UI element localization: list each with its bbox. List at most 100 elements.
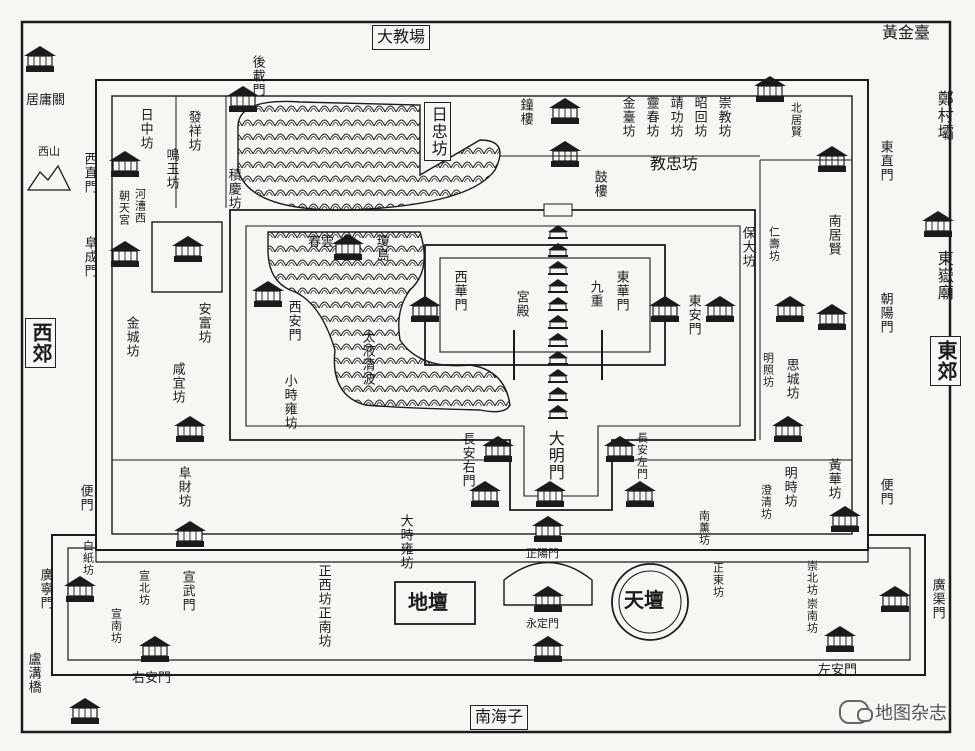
label-lingchun-fang: 靈春坊	[643, 96, 659, 138]
daming-gate-icon	[533, 480, 567, 508]
label-top-right: 黃金臺	[882, 23, 931, 42]
dongan-gate-icon	[703, 295, 737, 323]
label-di-tan: 地壇	[408, 590, 448, 614]
label-jincheng-fang: 金城坊	[123, 316, 139, 358]
label-bottom-center: 南海子	[470, 705, 529, 730]
chaotian-palace-enclosure	[151, 221, 223, 293]
label-jiqing-fang: 積慶坊	[225, 168, 241, 210]
outer-city-wall-inner	[67, 547, 911, 661]
label-chaotian-gong: 朝天宮	[117, 190, 131, 226]
label-taiye-pool: 太液清波	[359, 330, 375, 386]
label-xian-gate: 西安門	[285, 300, 301, 342]
label-baizhi-fang: 白紙坊	[81, 540, 95, 576]
xian-gate-icon	[251, 280, 285, 308]
label-xihua-gate: 西華門	[451, 270, 467, 312]
taiye-pool	[267, 231, 511, 413]
guangning-gate-icon	[63, 575, 97, 603]
imperial-city-wall	[229, 209, 756, 511]
label-hezhao-xi: 河漕西	[133, 188, 147, 224]
zhengyang-barbican	[503, 561, 593, 606]
label-jiuchong: 九重	[587, 280, 603, 308]
label-west-bian-gate: 便門	[77, 484, 93, 512]
label-zhengnan-fang: 正南坊	[315, 606, 331, 648]
label-east-suburb: 東郊	[930, 336, 961, 386]
donghua-gate-icon	[648, 295, 682, 323]
chaotian-palace-icon	[171, 235, 205, 263]
label-dashiyong-fang: 大時雍坊	[397, 514, 413, 570]
label-faxiang-fang: 發祥坊	[185, 110, 201, 152]
wechat-icon	[839, 700, 873, 724]
label-houzai-gate: 後載門	[249, 55, 265, 97]
label-daming-gate: 大明門	[545, 430, 565, 481]
juyong-pass-icon	[23, 45, 57, 73]
label-nanxun-fang: 南薰坊	[697, 510, 711, 546]
label-changan-right: 長安右門	[459, 432, 475, 488]
label-gongdian: 宮殿	[513, 290, 529, 318]
label-tian-tan: 天壇	[624, 588, 664, 612]
label-east-bian-gate: 便門	[877, 478, 893, 506]
label-jiaozhong-fang: 教忠坊	[650, 154, 699, 173]
northwest-streets	[175, 96, 227, 208]
label-west-hill: 西山	[38, 145, 60, 158]
label-renshou-fang: 仁壽坊	[767, 226, 781, 262]
label-fucheng-gate: 阜成門	[81, 236, 97, 278]
xizhi-gate-icon	[108, 150, 142, 178]
label-chongnan-fang: 崇南坊	[805, 598, 819, 634]
label-nan-juxian: 南居賢	[825, 214, 841, 256]
east-temple-icon	[773, 295, 807, 323]
outer-city-wall	[51, 534, 926, 676]
label-baoda-fang: 保大坊	[739, 226, 755, 268]
label-north-juxian: 北居賢	[789, 102, 803, 138]
north-lake	[237, 100, 501, 211]
drum-tower-icon	[548, 140, 582, 168]
label-lugou-bridge: 盧溝橋	[25, 652, 41, 694]
label-west-suburb: 西郊	[25, 318, 56, 368]
label-mingyu-fang: 鳴玉坊	[163, 148, 179, 190]
label-xuannan-fang: 宣南坊	[109, 608, 123, 644]
label-dongyue-temple: 東嶽廟	[934, 250, 954, 301]
label-zhaohui-fang: 昭回坊	[691, 96, 707, 138]
east-bian-gate-icon	[828, 505, 862, 533]
tian-tan-inner-circle	[618, 570, 682, 634]
west-pavilion-icon	[173, 415, 207, 443]
northeast-streets	[759, 159, 852, 440]
label-zhengdong-fang: 正東坊	[711, 562, 725, 598]
label-sicheng-fang: 思城坊	[783, 358, 799, 400]
east-small-gate-icon	[623, 480, 657, 508]
zhengyang-gate-icon	[531, 515, 565, 543]
label-changan-left: 長安左門	[635, 432, 649, 480]
label-xuanwu-gate: 宣武門	[179, 570, 195, 612]
label-top-center: 大教場	[372, 25, 431, 50]
imperial-city-wall-inner	[245, 225, 741, 497]
label-donghua-gate: 東華門	[613, 270, 629, 312]
label-fucai-fang: 阜財坊	[175, 466, 191, 508]
xuanwu-gate-icon	[173, 520, 207, 548]
dongzhi-gate-icon	[815, 145, 849, 173]
label-gulou: 鼓樓	[591, 170, 607, 198]
guangqu-gate-icon	[878, 585, 912, 613]
you-an-gate-icon	[138, 635, 172, 663]
yongding-gate-icon	[531, 635, 565, 663]
lugou-bridge-icon	[68, 697, 102, 725]
bell-tower-icon	[548, 97, 582, 125]
watermark-text: 地图杂志	[875, 703, 947, 724]
label-anfu-fang: 安富坊	[195, 302, 211, 344]
label-youan-gate: 右安門	[132, 671, 172, 686]
label-mingshi-fang: 明時坊	[781, 466, 797, 508]
inner-city-wall-inner	[111, 95, 853, 535]
label-dongan-gate: 東安門	[685, 294, 701, 336]
label-chengqing-fang: 澄清坊	[759, 484, 773, 520]
label-chongjiao-fang: 崇教坊	[715, 96, 731, 138]
label-juyong-pass: 居庸關	[26, 93, 66, 108]
label-xuanbei-fang: 宣北坊	[137, 570, 151, 606]
label-xianyi-fang: 咸宜坊	[169, 362, 185, 404]
central-palace-axis	[513, 203, 603, 419]
label-xizhi-gate: 西直門	[81, 152, 97, 194]
label-guangning-gate: 廣寧門	[37, 568, 53, 610]
label-jintai-fang: 金臺坊	[619, 96, 635, 138]
fucheng-gate-icon	[108, 240, 142, 268]
label-zuoan-gate: 左安門	[818, 663, 858, 678]
east-pavilion-icon	[771, 415, 805, 443]
label-zhengyang-gate: 正陽門	[526, 547, 559, 560]
